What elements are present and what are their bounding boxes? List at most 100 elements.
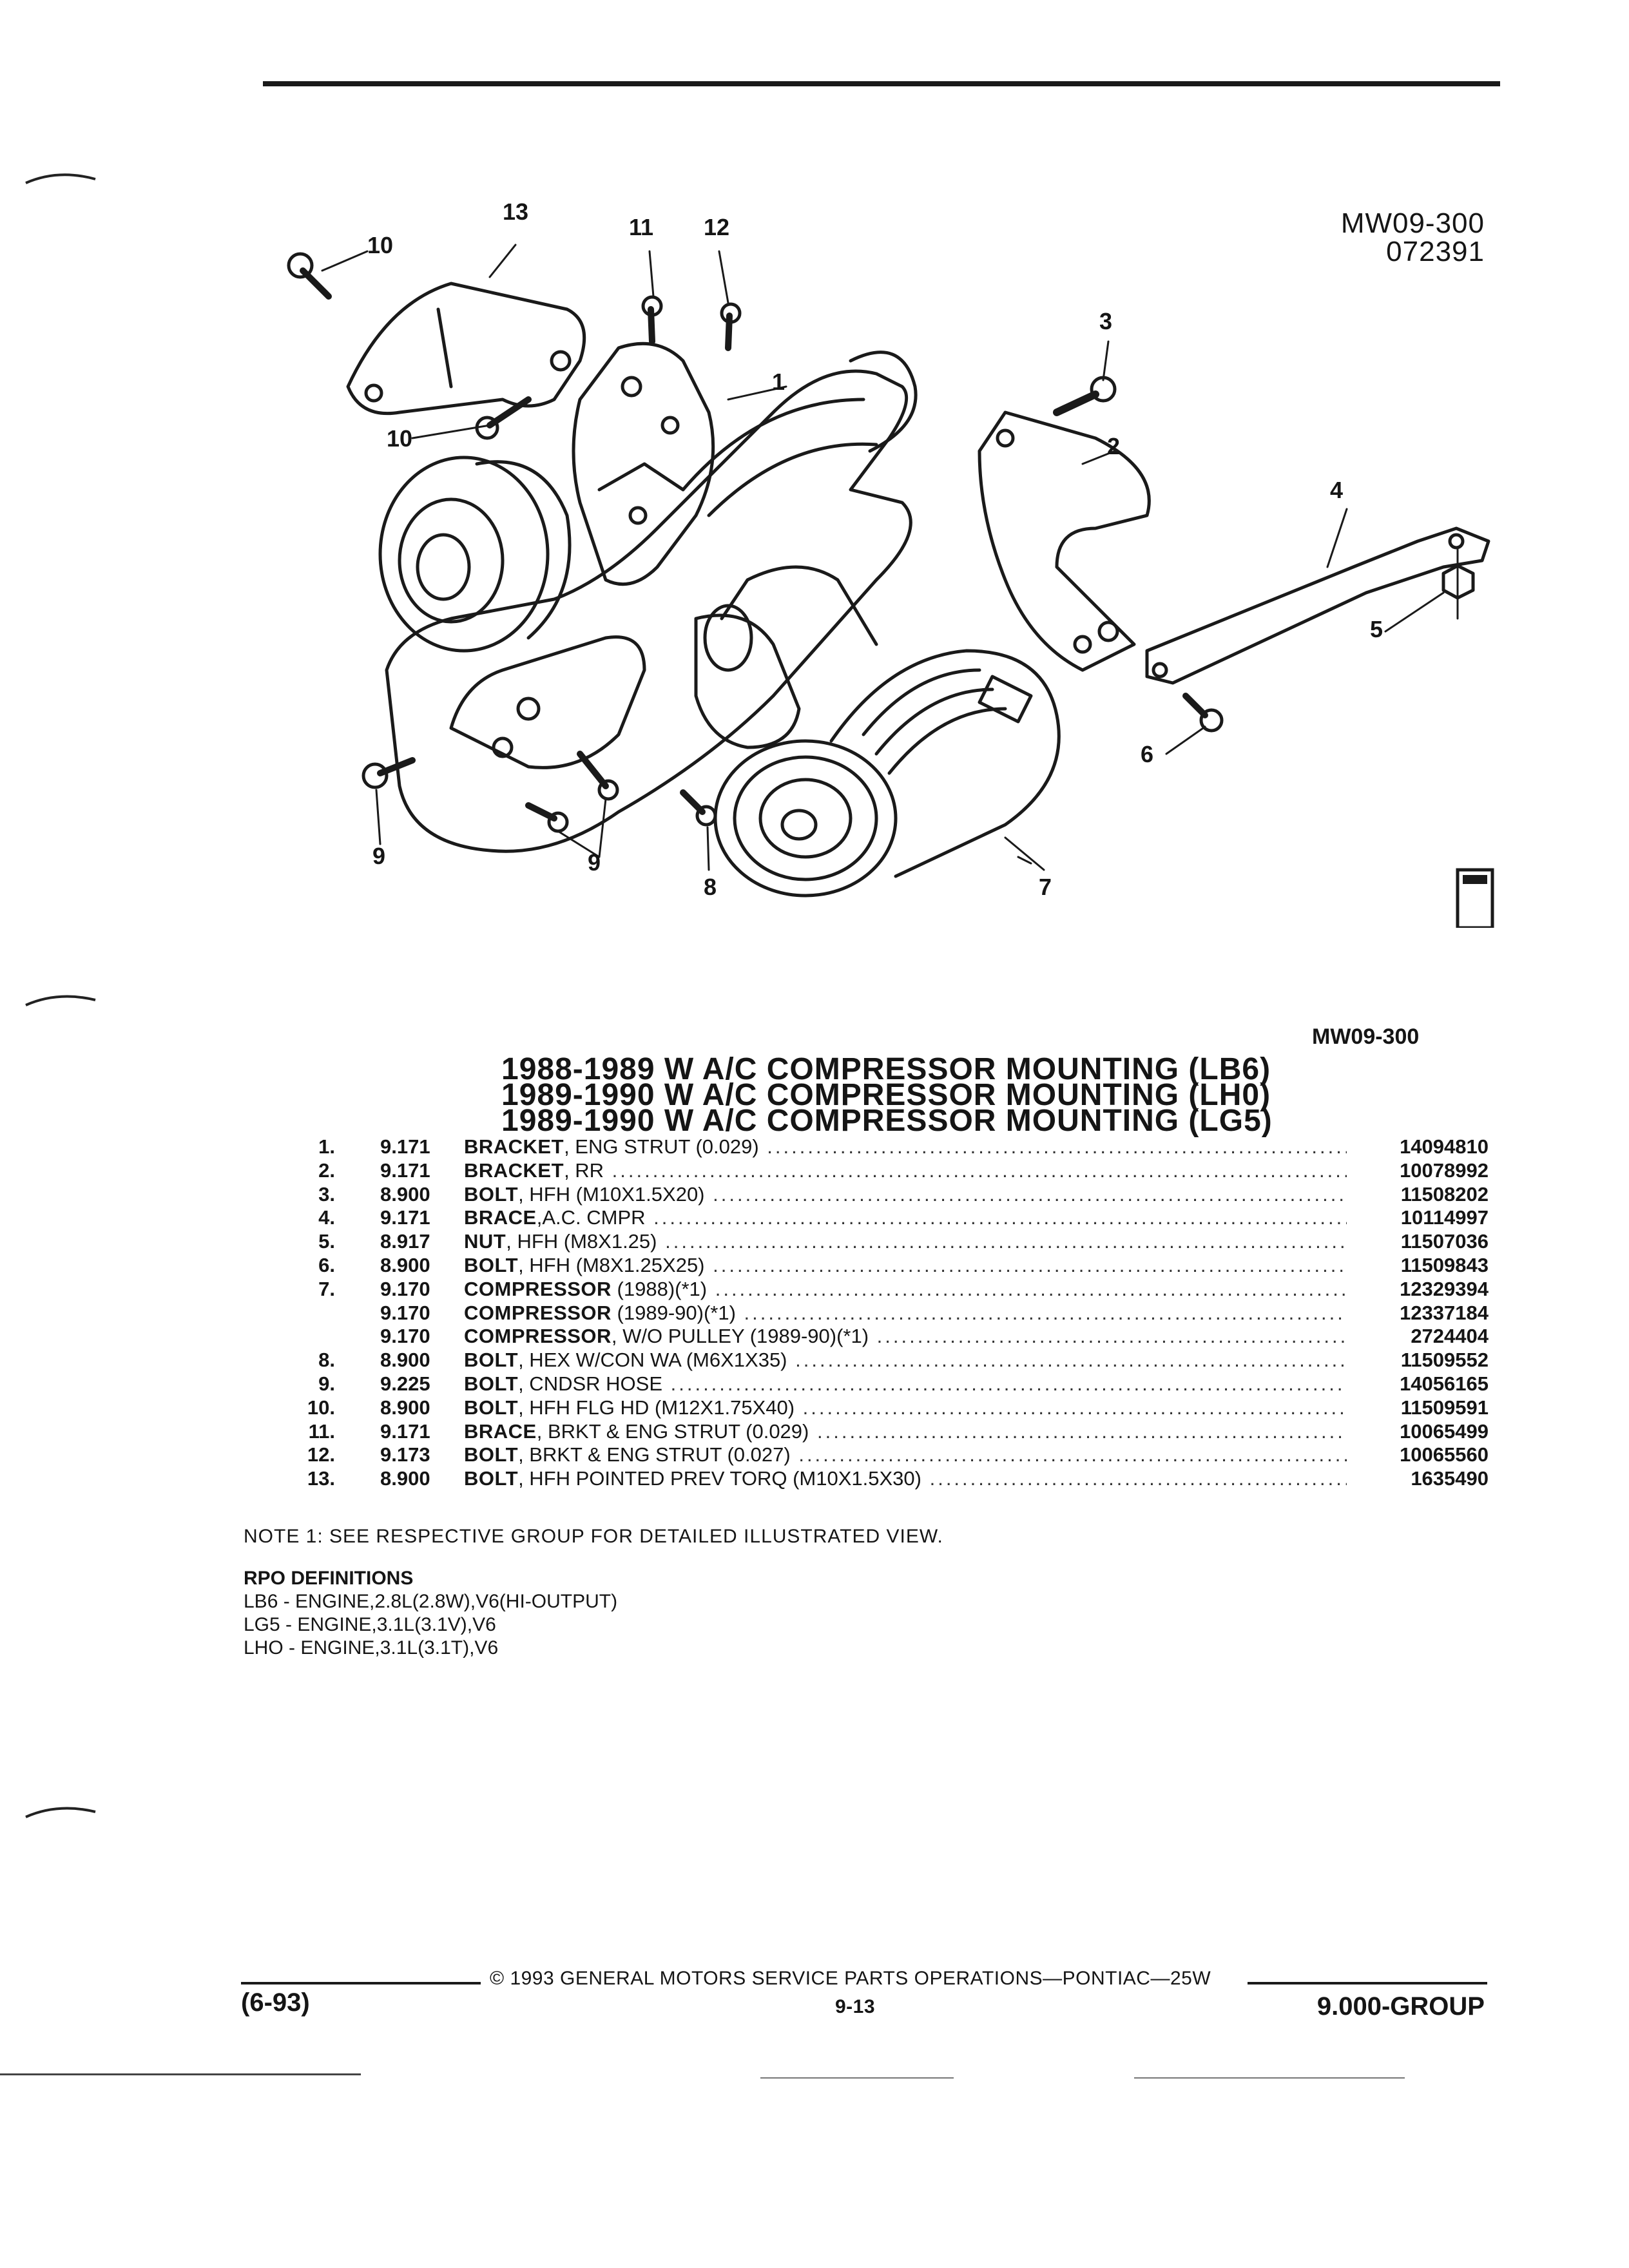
- rpo-line: LB6 - ENGINE,2.8L(2.8W),V6(HI-OUTPUT): [244, 1591, 618, 1612]
- list-item: 8. 8.900 BOLT, HEX W/CON WA (M6X1X35) ..…: [277, 1349, 1489, 1372]
- group-number: 9.225: [380, 1372, 430, 1395]
- part-number: 10078992: [1400, 1158, 1489, 1182]
- item-number: 10.: [307, 1396, 335, 1419]
- margin-marks: [25, 173, 96, 1818]
- scan-line: [760, 2077, 954, 2079]
- part-number: 14094810: [1400, 1135, 1489, 1158]
- item-number: 7.: [318, 1277, 335, 1300]
- footer-rule-right: [1248, 1982, 1487, 1984]
- item-description: BOLT, CNDSR HOSE .......................…: [464, 1372, 1347, 1395]
- item-description: BRACKET, RR ............................…: [464, 1158, 1347, 1182]
- group-number: 9.173: [380, 1443, 430, 1466]
- item-description: BRACE,A.C. CMPR ........................…: [464, 1206, 1347, 1229]
- group-number: 8.900: [380, 1182, 430, 1206]
- item-number: 3.: [318, 1182, 335, 1206]
- item-number: 6.: [318, 1253, 335, 1276]
- callout-10-top: 10: [367, 232, 394, 258]
- callout-12: 11: [629, 214, 654, 240]
- list-item: 6. 8.900 BOLT, HFH (M8X1.25X25) ........…: [277, 1254, 1489, 1278]
- group-number: 8.900: [380, 1253, 430, 1276]
- exploded-parts-diagram: [287, 244, 1494, 928]
- item-number: 12.: [307, 1443, 335, 1466]
- section-title: 1989-1990 W A/C COMPRESSOR MOUNTING (LG5…: [501, 1104, 1273, 1138]
- item-number: 8.: [318, 1349, 335, 1372]
- callout-1: 1: [772, 369, 786, 395]
- figure-code: MW09-300: [1340, 207, 1485, 239]
- part-number: 12329394: [1400, 1277, 1489, 1300]
- rpo-heading: RPO DEFINITIONS: [244, 1568, 414, 1589]
- item-number: 2.: [318, 1158, 335, 1182]
- list-item: 11. 9.171 BRACE, BRKT & ENG STRUT (0.029…: [277, 1420, 1489, 1444]
- callout-9-left: 9: [372, 843, 386, 869]
- list-item: 4. 9.171 BRACE,A.C. CMPR ...............…: [277, 1206, 1489, 1230]
- group-number: 9.170: [380, 1301, 430, 1324]
- figure-caption-code: MW09-300: [1312, 1024, 1420, 1049]
- section-title: 1988-1989 W A/C COMPRESSOR MOUNTING (LB6…: [501, 1052, 1271, 1086]
- part-number: 1635490: [1411, 1467, 1489, 1490]
- group-number: 8.917: [380, 1230, 430, 1253]
- list-item: 9.170 COMPRESSOR (1989-90)(*1) .........…: [277, 1302, 1489, 1325]
- group-number: 9.171: [380, 1419, 430, 1443]
- part-number: 14056165: [1400, 1372, 1489, 1395]
- list-item: 13. 8.900 BOLT, HFH POINTED PREV TORQ (M…: [277, 1467, 1489, 1491]
- list-item: 3. 8.900 BOLT, HFH (M10X1.5X20) ........…: [277, 1183, 1489, 1207]
- list-item: 5. 8.917 NUT, HFH (M8X1.25) ............…: [277, 1230, 1489, 1254]
- item-description: COMPRESSOR (1989-90)(*1) ...............…: [464, 1301, 1347, 1324]
- scan-line: [1134, 2077, 1405, 2079]
- item-description: BOLT, HFH FLG HD (M12X1.75X40) .........…: [464, 1396, 1347, 1419]
- callout-7: 7: [1039, 874, 1052, 900]
- list-item: 10. 8.900 BOLT, HFH FLG HD (M12X1.75X40)…: [277, 1396, 1489, 1420]
- footer-date: (6-93): [241, 1988, 310, 2017]
- section-title: 1989-1990 W A/C COMPRESSOR MOUNTING (LH0…: [501, 1078, 1271, 1112]
- list-item: 12. 9.173 BOLT, BRKT & ENG STRUT (0.027)…: [277, 1443, 1489, 1467]
- part-number: 11509552: [1400, 1349, 1489, 1372]
- scan-line: [0, 2073, 361, 2075]
- part-number: 12337184: [1400, 1301, 1489, 1324]
- callout-5: 5: [1370, 616, 1383, 642]
- part-number: 10065560: [1400, 1443, 1489, 1466]
- top-rule: [263, 81, 1500, 86]
- item-number: 11.: [308, 1419, 335, 1443]
- item-number: 9.: [318, 1372, 335, 1395]
- rpo-line: LG5 - ENGINE,3.1L(3.1V),V6: [244, 1614, 496, 1635]
- group-number: 9.170: [380, 1325, 430, 1348]
- list-item: 9. 9.225 BOLT, CNDSR HOSE ..............…: [277, 1372, 1489, 1396]
- part-number: 11507036: [1400, 1230, 1489, 1253]
- item-description: BOLT, HEX W/CON WA (M6X1X35) ...........…: [464, 1349, 1347, 1372]
- rpo-definitions: RPO DEFINITIONS LB6 - ENGINE,2.8L(2.8W),…: [244, 1567, 617, 1660]
- footer-rule-left: [241, 1982, 481, 1984]
- item-description: BRACKET, ENG STRUT (0.029) .............…: [464, 1135, 1347, 1158]
- list-item: 7. 9.170 COMPRESSOR (1988)(*1) .........…: [277, 1278, 1489, 1302]
- page-number: 9-13: [835, 1996, 876, 2017]
- section-titles: 1988-1989 W A/C COMPRESSOR MOUNTING (LB6…: [501, 1052, 1273, 1138]
- part-number: 10065499: [1400, 1419, 1489, 1443]
- list-item: 9.170 COMPRESSOR, W/O PULLEY (1989-90)(*…: [277, 1325, 1489, 1349]
- rpo-line: LHO - ENGINE,3.1L(3.1T),V6: [244, 1637, 499, 1658]
- part-number: 10114997: [1400, 1206, 1489, 1229]
- figure-date-code: 072391: [1386, 236, 1485, 267]
- group-number: 9.171: [380, 1206, 430, 1229]
- item-number: 1.: [318, 1135, 335, 1158]
- copyright-line: © 1993 GENERAL MOTORS SERVICE PARTS OPER…: [490, 1968, 1211, 1989]
- callout-13: 12: [704, 214, 730, 240]
- callout-11: 13: [503, 198, 529, 225]
- group-number: 8.900: [380, 1349, 430, 1372]
- parts-list: 1. 9.171 BRACKET, ENG STRUT (0.029) ....…: [277, 1135, 1489, 1491]
- item-description: BOLT, HFH (M8X1.25X25) .................…: [464, 1253, 1347, 1276]
- list-item: 2. 9.171 BRACKET, RR ...................…: [277, 1159, 1489, 1183]
- item-description: BOLT, HFH (M10X1.5X20) .................…: [464, 1182, 1347, 1206]
- item-description: BOLT, BRKT & ENG STRUT (0.027) .........…: [464, 1443, 1347, 1466]
- part-number: 2724404: [1411, 1325, 1489, 1348]
- item-description: COMPRESSOR, W/O PULLEY (1989-90)(*1) ...…: [464, 1325, 1347, 1348]
- footnote: NOTE 1: SEE RESPECTIVE GROUP FOR DETAILE…: [244, 1526, 943, 1547]
- item-number: 4.: [318, 1206, 335, 1229]
- group-label: 9.000-GROUP: [1316, 1992, 1485, 2021]
- item-description: BRACE, BRKT & ENG STRUT (0.029) ........…: [464, 1419, 1347, 1443]
- part-number: 11509591: [1400, 1396, 1489, 1419]
- part-number: 11509843: [1400, 1253, 1489, 1276]
- callout-8: 8: [704, 874, 717, 900]
- callout-6: 6: [1141, 741, 1154, 767]
- item-description: NUT, HFH (M8X1.25) .....................…: [464, 1230, 1347, 1253]
- group-number: 9.171: [380, 1135, 430, 1158]
- callout-9-right: 9: [588, 849, 601, 876]
